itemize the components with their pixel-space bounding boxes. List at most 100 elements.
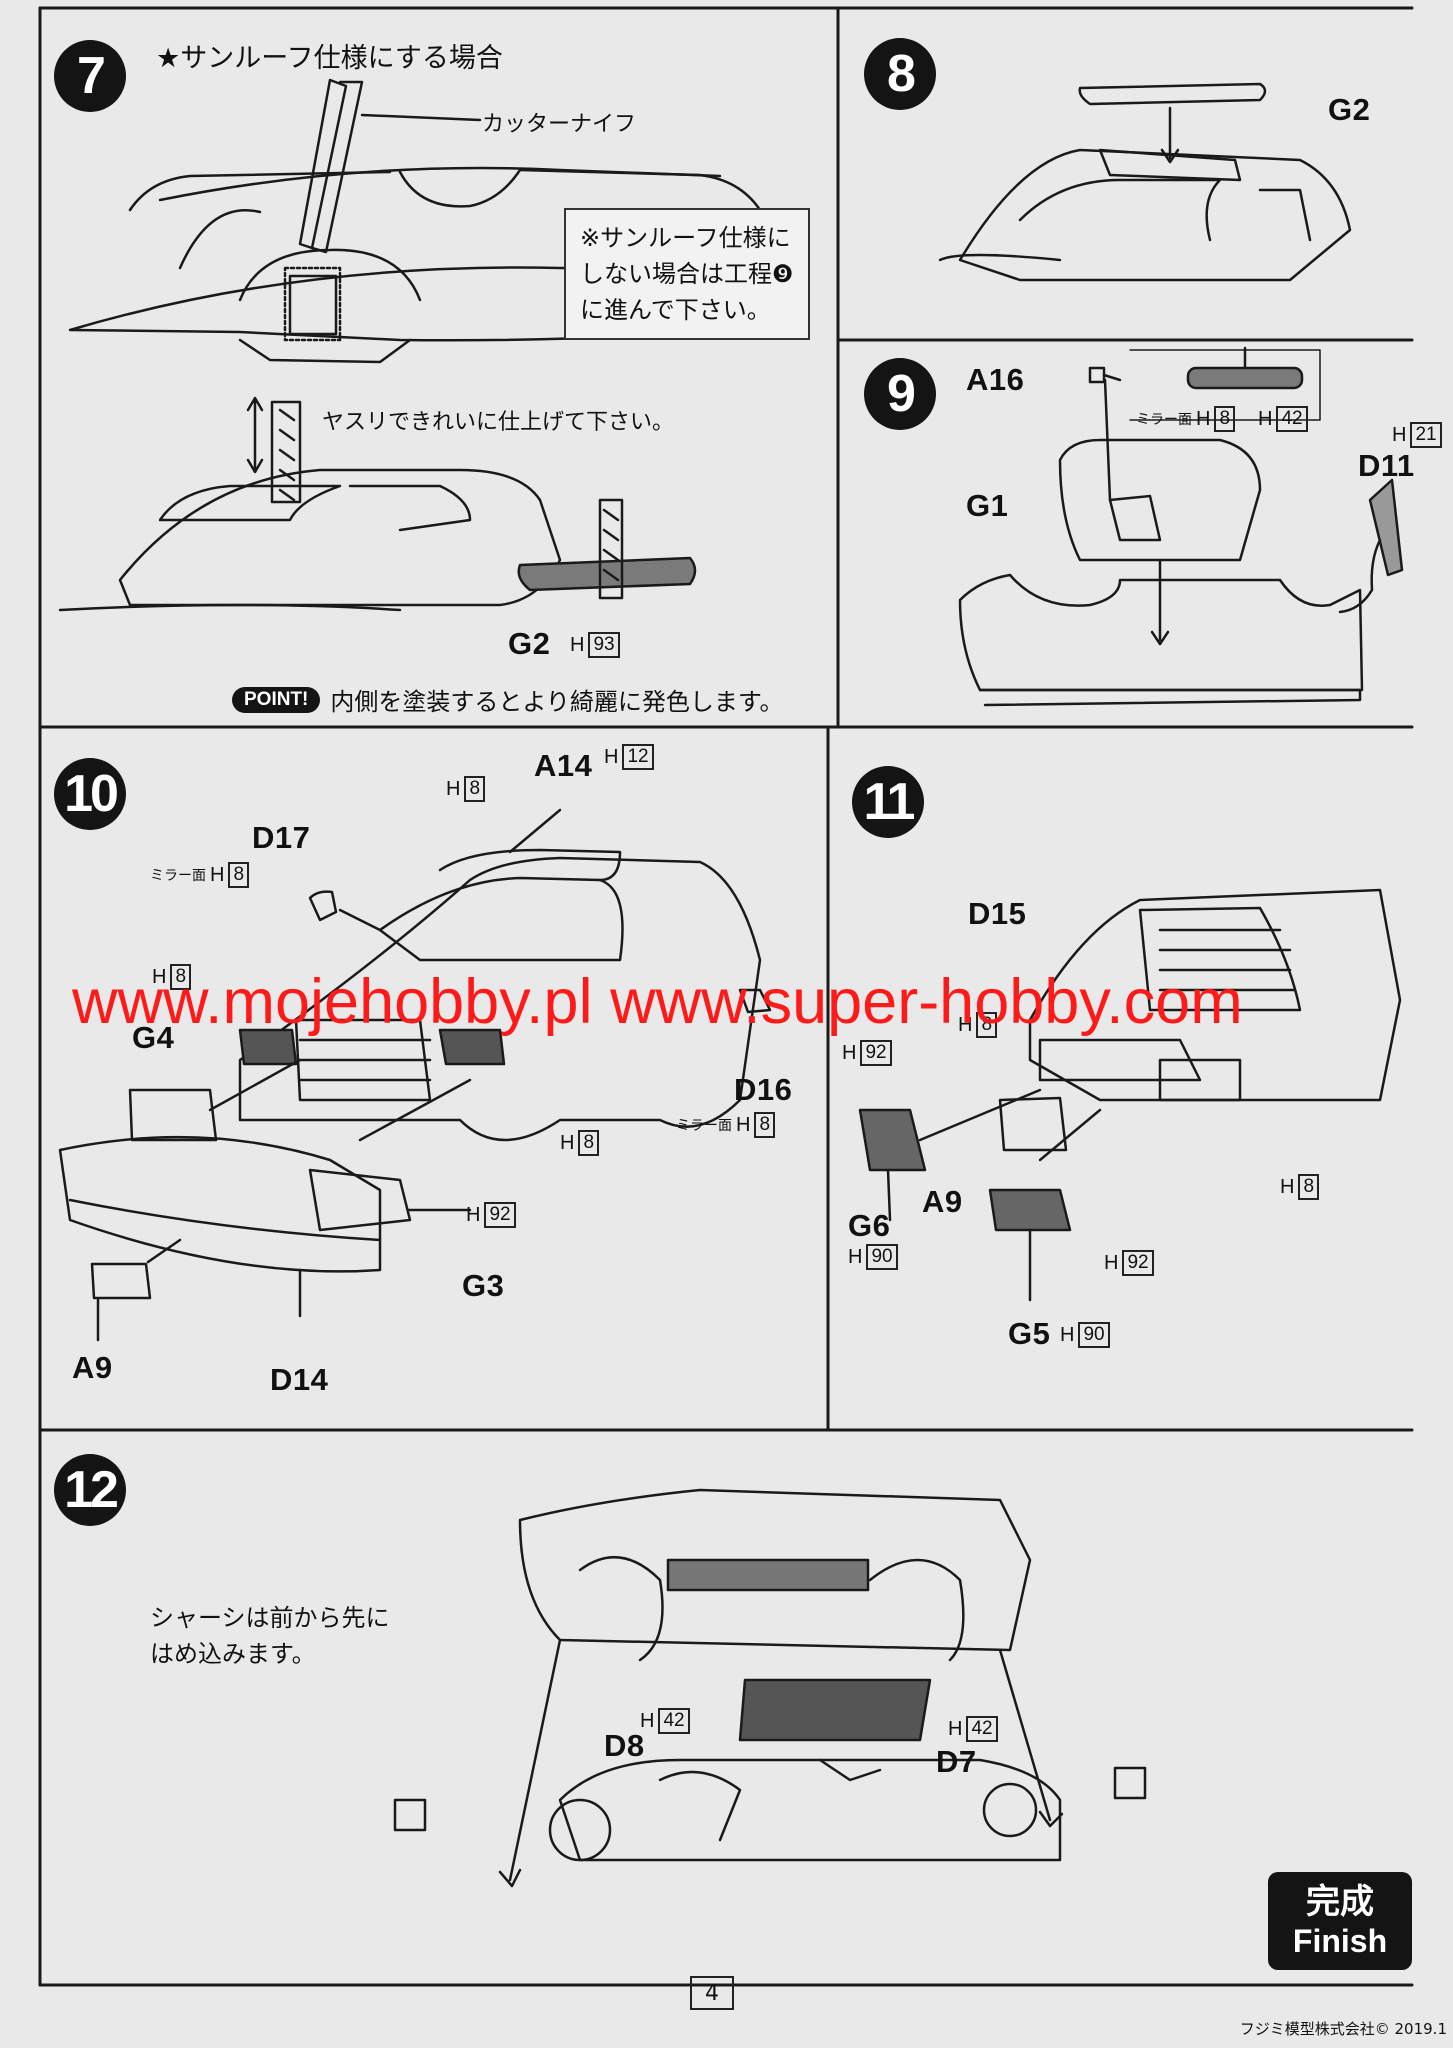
step12-instruction-line-2: はめ込みます。 xyxy=(150,1640,316,1668)
mirror-face-label: ミラー面 xyxy=(150,867,206,883)
paint-code-box: 8 xyxy=(228,862,250,888)
paint-code-box: 21 xyxy=(1410,422,1442,448)
paint-code-box: 90 xyxy=(1078,1322,1110,1348)
step7-title: ★サンルーフ仕様にする場合 xyxy=(156,43,503,74)
step9-part-d11: D11 xyxy=(1358,448,1415,483)
paint-prefix: H xyxy=(1258,407,1273,430)
step10-part-a14: A14 xyxy=(534,748,593,783)
point-badge: POINT! xyxy=(232,686,321,713)
copyright-text: フジミ模型株式会社© 2019.1 xyxy=(1239,2020,1447,2038)
paint-prefix: H xyxy=(736,1113,751,1136)
watermark-text: www.mojehobby.pl www.super-hobby.com xyxy=(72,967,1243,1037)
paint-code-box: 92 xyxy=(1122,1250,1154,1276)
step8-part-g2: G2 xyxy=(1328,92,1371,127)
step10-front-car-drawing xyxy=(58,808,772,1342)
paint-code-box: 12 xyxy=(622,744,654,770)
mirror-face-label: ミラー面 xyxy=(676,1117,732,1133)
paint-code-box: 42 xyxy=(966,1716,998,1742)
step9-part-a16: A16 xyxy=(966,362,1025,397)
paint-code-box: 92 xyxy=(484,1202,516,1228)
step11-rear-car-drawing xyxy=(858,888,1402,1302)
paint-prefix: H xyxy=(848,1245,863,1268)
paint-prefix: H xyxy=(570,633,585,656)
step7-tool-label: カッターナイフ xyxy=(482,112,637,137)
paint-prefix: H xyxy=(948,1717,963,1740)
step7-point-row: POINT! 内側を塗装するとより綺麗に発色します。 xyxy=(232,682,784,717)
step7-note-box: ※サンルーフ仕様に しない場合は工程❾ に進んで下さい。 xyxy=(564,208,810,340)
finish-badge: 完成 Finish xyxy=(1268,1872,1412,1970)
step-10-number: 10 xyxy=(54,758,126,830)
step11-part-g5: G5 xyxy=(1008,1316,1051,1351)
step7-note-line-3: に進んで下さい。 xyxy=(580,296,771,324)
paint-prefix: H xyxy=(604,745,619,768)
paint-code-box: 8 xyxy=(1298,1174,1320,1200)
step10-part-g4: G4 xyxy=(132,1020,175,1055)
paint-code-box: 92 xyxy=(860,1040,892,1066)
paint-prefix: H xyxy=(1280,1175,1295,1198)
step7-file-instruction: ヤスリできれいに仕上げて下さい。 xyxy=(322,410,675,435)
mirror-face-label: ミラー面 xyxy=(1136,411,1192,427)
paint-prefix: H xyxy=(958,1013,973,1036)
paint-code-box: 8 xyxy=(170,964,192,990)
paint-prefix: H xyxy=(446,777,461,800)
step-8-number: 8 xyxy=(864,38,936,110)
paint-code-box: 42 xyxy=(1276,406,1308,432)
paint-prefix: H xyxy=(210,863,225,886)
step11-part-g6: G6 xyxy=(848,1208,891,1243)
paint-code-box: 8 xyxy=(578,1130,600,1156)
step7-file-drawing xyxy=(58,396,697,612)
paint-prefix: H xyxy=(1104,1251,1119,1274)
paint-code-box: 8 xyxy=(1214,406,1236,432)
step9-part-g1: G1 xyxy=(966,488,1009,523)
step7-note-line-2: しない場合は工程❾ xyxy=(580,260,794,288)
step-7-number: 7 xyxy=(54,40,126,112)
step10-part-d14: D14 xyxy=(270,1362,329,1397)
paint-code-box: 8 xyxy=(976,1012,998,1038)
page-number: 4 xyxy=(690,1976,734,2010)
paint-code-box: 93 xyxy=(588,632,620,658)
step11-part-a9: A9 xyxy=(922,1184,963,1219)
paint-code-box: 42 xyxy=(658,1708,690,1734)
step9-body-drawing xyxy=(958,346,1404,707)
paint-code-box: 8 xyxy=(754,1112,776,1138)
finish-en: Finish xyxy=(1292,1923,1388,1959)
step10-part-g3: G3 xyxy=(462,1268,505,1303)
paint-prefix: H xyxy=(466,1203,481,1226)
step7-note-line-1: ※サンルーフ仕様に xyxy=(580,224,791,252)
paint-prefix: H xyxy=(1060,1323,1075,1346)
finish-jp: 完成 xyxy=(1306,1883,1374,1921)
step12-part-d8: D8 xyxy=(604,1728,645,1763)
step12-chassis-drawing xyxy=(393,1488,1147,1888)
point-text: 内側を塗装するとより綺麗に発色します。 xyxy=(330,688,784,716)
paint-prefix: H xyxy=(560,1131,575,1154)
step8-roof-drawing xyxy=(938,82,1352,282)
paint-prefix: H xyxy=(1196,407,1211,430)
paint-code-box: 8 xyxy=(464,776,486,802)
step12-part-d7: D7 xyxy=(936,1744,977,1779)
paint-prefix: H xyxy=(152,965,167,988)
step-9-number: 9 xyxy=(864,358,936,430)
paint-prefix: H xyxy=(640,1709,655,1732)
step-12-number: 12 xyxy=(54,1454,126,1526)
step10-part-a9: A9 xyxy=(72,1350,113,1385)
step12-instruction-line-1: シャーシは前から先に xyxy=(150,1604,390,1632)
